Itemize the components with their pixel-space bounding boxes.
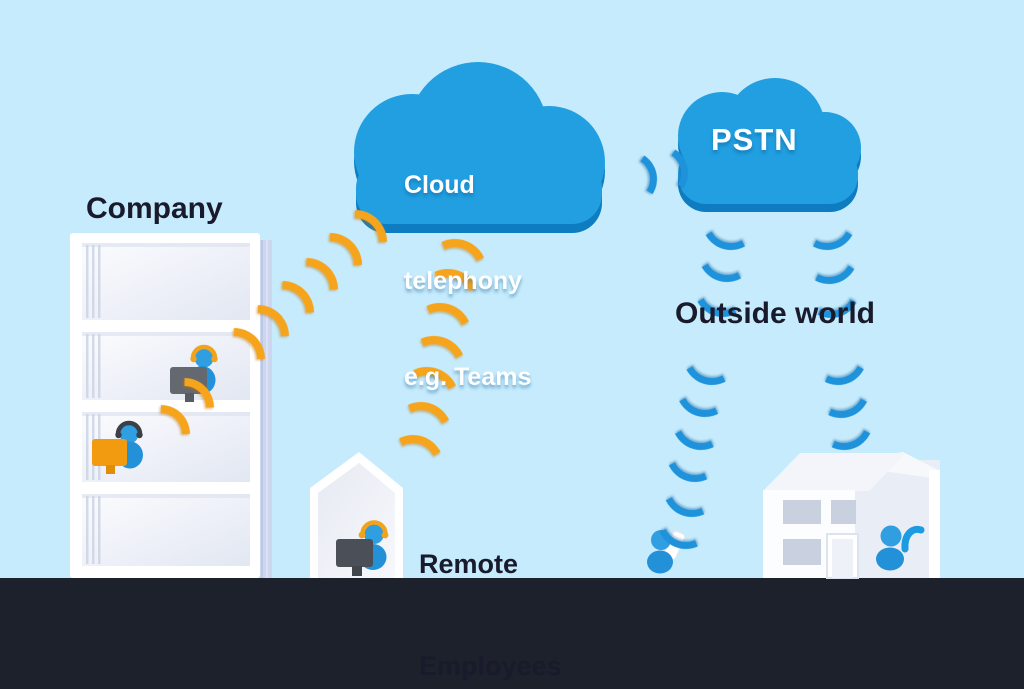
person-at-desk-icon — [336, 520, 389, 576]
person-with-handset-icon — [876, 525, 925, 571]
outside-world-label: Outside world — [675, 297, 876, 330]
remote-house — [310, 452, 403, 578]
company-label: Company — [86, 192, 223, 225]
pstn-label: PSTN — [711, 122, 798, 157]
outside-house — [763, 452, 940, 579]
remote-label-line1: Remote — [419, 549, 519, 579]
cloud-telephony-cloud-icon — [354, 62, 605, 233]
cloud-label-line2: telephony — [404, 267, 523, 295]
remote-employees-label: Remote Employees — [419, 479, 562, 689]
person-at-desk-icon — [92, 420, 143, 474]
ground-strip — [0, 578, 1024, 689]
cloud-label-line1: Cloud — [404, 171, 475, 199]
cloud-telephony-label: Cloud telephony e.g. Teams — [404, 105, 531, 457]
pstn-cloud-icon — [678, 78, 861, 212]
office-building — [70, 233, 272, 578]
remote-label-line2: Employees — [419, 651, 562, 681]
person-with-phone-icon — [647, 530, 686, 574]
phone-handset-icon — [901, 525, 925, 553]
person-at-desk-icon — [170, 344, 218, 402]
cloud-label-line3: e.g. Teams — [404, 363, 532, 391]
